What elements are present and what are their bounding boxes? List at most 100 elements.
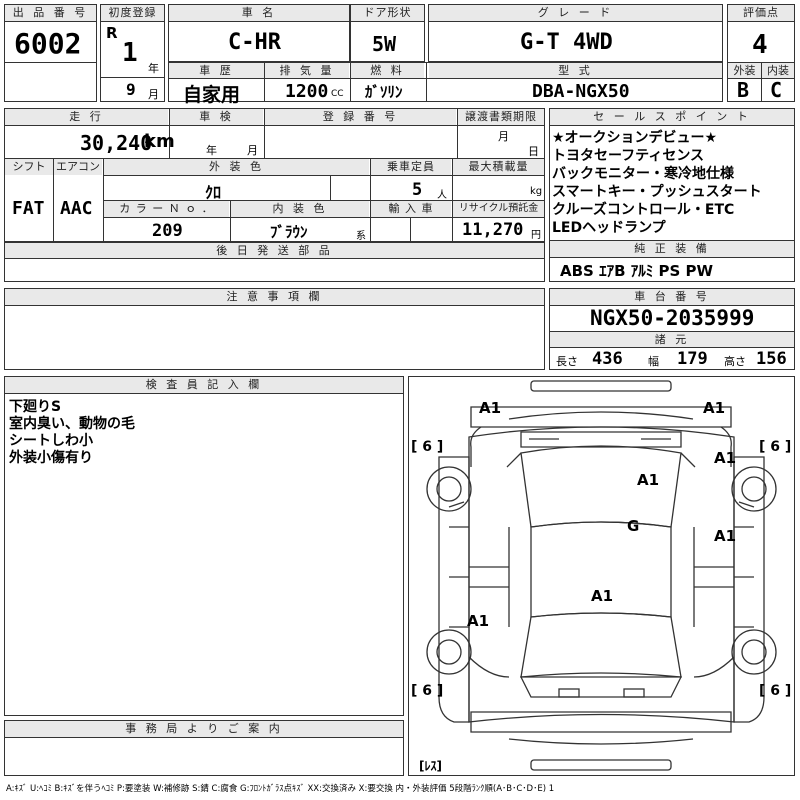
model-box <box>168 4 350 62</box>
inspector-note: 下廻りS <box>9 399 62 415</box>
score: 4 <box>752 30 768 60</box>
capacity-unit: 人 <box>437 190 447 201</box>
ac: AAC <box>60 198 93 219</box>
exterior-color: ｸﾛ <box>205 183 222 202</box>
equipment-label: 純 正 装 備 <box>550 241 794 257</box>
later-parts-box <box>4 242 545 282</box>
interior-color-label: 内 装 色 <box>231 201 369 217</box>
mileage-unit: km <box>144 131 175 152</box>
shift: FAT <box>12 198 45 219</box>
sales-point: トヨタセーフティセンス <box>552 148 705 164</box>
shift-label: シフト <box>5 159 53 175</box>
displacement-label: 排 気 量 <box>265 63 349 79</box>
damage-hood: A1 <box>637 471 660 489</box>
reg-year: 1 <box>122 38 138 68</box>
notes-box <box>4 288 545 370</box>
lot-label: 出 品 番 号 <box>5 5 96 21</box>
height-label: 高さ <box>724 355 746 368</box>
sales-point: バックモニター・寒冷地仕様 <box>552 166 734 182</box>
interior-color-unit: 系 <box>356 231 366 242</box>
load-label: 最大積載量 <box>453 159 544 175</box>
damage-fender-right: A1 <box>714 449 737 467</box>
width: 179 <box>677 349 708 369</box>
recycle-label: リサイクル預託金 <box>453 201 544 217</box>
tire-left-top: [ 6 ] <box>411 439 444 455</box>
chassis-label: 車 台 番 号 <box>550 289 794 305</box>
displacement-unit: CC <box>331 89 344 99</box>
specs-label: 諸 元 <box>550 332 794 348</box>
office-label: 事 務 局 よ り ご 案 内 <box>5 721 403 737</box>
damage-windshield: G <box>627 517 640 535</box>
grade-label: グ レ ー ド <box>429 5 722 21</box>
recycle-unit: 円 <box>531 230 541 241</box>
transfer-day: 日 <box>528 145 539 158</box>
mileage-label: 走 行 <box>5 109 168 125</box>
spare-tire: [ﾚｽ] <box>419 759 442 773</box>
mileage: 30,240 <box>80 131 153 155</box>
inspector-note: 外装小傷有り <box>9 450 93 466</box>
tire-left-bottom: [ 6 ] <box>411 683 444 699</box>
sales-point: クルーズコントロール・ETC <box>552 202 735 218</box>
legend: A:ｷｽﾞ U:ﾍｺﾐ B:ｷｽﾞを伴うﾍｺﾐ P:要塗装 W:補修跡 S:錆 … <box>6 784 555 794</box>
damage-roof: A1 <box>591 587 614 605</box>
first-reg-label: 初度登録 <box>101 5 164 21</box>
exterior-label: 外装 <box>728 63 761 79</box>
inspector-label: 検 査 員 記 入 欄 <box>5 377 403 393</box>
tire-right-bottom: [ 6 ] <box>759 683 792 699</box>
model-label: 車 名 <box>169 5 349 21</box>
interior-grade: C <box>770 78 783 102</box>
height: 156 <box>756 349 787 369</box>
model-name: C-HR <box>228 30 281 55</box>
inspector-box <box>4 376 404 716</box>
door-label: ドア形状 <box>351 5 424 21</box>
lot-number: 6002 <box>14 27 82 60</box>
load-unit: kg <box>530 186 543 197</box>
sales-label: セ ー ル ス ポ イ ン ト <box>550 109 794 125</box>
fuel: ｶﾞｿﾘﾝ <box>365 83 403 101</box>
reg-label: 登 録 番 号 <box>265 109 456 125</box>
color-label: 外 装 色 <box>104 159 369 175</box>
type-label: 型 式 <box>429 63 722 79</box>
car-diagram: A1 A1 A1 A1 G A1 A1 A1 [ 6 ] [ 6 ] [ 6 ]… <box>408 376 795 776</box>
damage-door-right: A1 <box>714 527 737 545</box>
grade: G-T 4WD <box>520 30 613 55</box>
equipment: ABS ｴｱB ｱﾙﾐ PS PW <box>560 262 714 280</box>
sales-point: LEDヘッドランプ <box>552 220 666 236</box>
year-unit: 年 <box>148 62 159 75</box>
transfer-label: 譲渡書類期限 <box>458 109 544 125</box>
transfer-month: 月 <box>498 130 509 143</box>
door-box <box>350 4 425 62</box>
ac-label: エアコン <box>54 159 102 175</box>
reg-month: 9 <box>126 80 136 99</box>
later-parts-label: 後 日 発 送 部 品 <box>5 243 544 259</box>
sales-box <box>549 108 795 282</box>
import-label: 輸 入 車 <box>371 201 451 217</box>
recycle-fee: 11,270 <box>462 220 524 240</box>
damage-front-right: A1 <box>703 399 726 417</box>
history-label: 車 歴 <box>169 63 264 79</box>
interior-label: 内装 <box>762 63 794 79</box>
grade-box <box>428 4 723 62</box>
month-unit: 月 <box>148 88 159 101</box>
history: 自家用 <box>183 84 241 106</box>
length-label: 長さ <box>556 355 578 368</box>
era: R <box>106 24 118 42</box>
inspection-label: 車 検 <box>170 109 263 125</box>
chassis-number: NGX50-2035999 <box>590 306 755 330</box>
office-box <box>4 720 404 776</box>
insp-year-unit: 年 <box>206 144 217 157</box>
notes-label: 注 意 事 項 欄 <box>5 289 544 305</box>
color-no: 209 <box>152 221 183 241</box>
tire-right-top: [ 6 ] <box>759 439 792 455</box>
capacity-label: 乗車定員 <box>371 159 451 175</box>
color-no-label: カ ラ ー Ｎ ｏ ． <box>104 201 229 217</box>
score-label: 評価点 <box>728 5 794 21</box>
interior-color: ﾌﾞﾗｳﾝ <box>270 223 308 241</box>
length: 436 <box>592 349 623 369</box>
fuel-label: 燃 料 <box>351 63 424 79</box>
type-code: DBA-NGX50 <box>532 81 630 102</box>
sales-point: スマートキー・プッシュスタート <box>552 184 762 200</box>
insp-month-unit: 月 <box>247 144 258 157</box>
capacity: 5 <box>412 180 423 200</box>
exterior-grade: B <box>737 78 750 102</box>
